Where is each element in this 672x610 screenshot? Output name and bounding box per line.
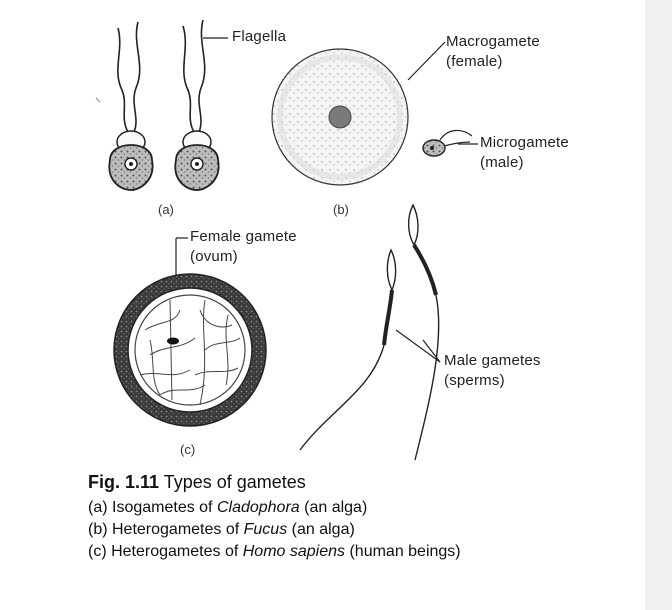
male-gametes-label: Male gametes xyxy=(444,352,541,369)
macrogamete-leader xyxy=(407,41,446,81)
macrogamete-label: Macrogamete xyxy=(446,33,540,50)
caption-title-row: Fig. 1.11 Types of gametes xyxy=(88,470,638,494)
caption-line-c: (c) Heterogametes of Homo sapiens (human… xyxy=(88,543,461,560)
figure-caption: Fig. 1.11 Types of gametes (a) Isogamete… xyxy=(88,470,638,563)
microgamete-cell xyxy=(422,129,473,157)
species-fucus: Fucus xyxy=(243,521,288,538)
macrogamete-cell xyxy=(271,48,409,186)
isogamete-left xyxy=(108,21,154,191)
sperm-right xyxy=(407,203,440,461)
isogamete-right xyxy=(174,19,220,191)
female-gamete-label: Female gamete xyxy=(190,228,297,245)
species-cladophora: Cladophora xyxy=(216,499,300,516)
panel-label-a: (a) xyxy=(158,202,174,217)
panel-label-b: (b) xyxy=(333,202,349,217)
figure-panel: Flagella Macrogamete (female) Microgamet… xyxy=(0,0,645,610)
gametes-illustration xyxy=(95,19,478,461)
microgamete-label: Microgamete xyxy=(480,134,569,151)
panel-label-c: (c) xyxy=(180,442,196,457)
macrogamete-sex-label: (female) xyxy=(446,53,503,70)
caption-title: Types of gametes xyxy=(163,472,306,492)
ovum-cell xyxy=(113,273,267,427)
microgamete-sex-label: (male) xyxy=(480,154,524,171)
sperms-label: (sperms) xyxy=(444,372,505,389)
caption-line-b: (b) Heterogametes of Fucus (an alga) xyxy=(88,521,355,538)
flagella-label: Flagella xyxy=(232,28,287,45)
figure-number: Fig. 1.11 xyxy=(88,472,160,492)
sperm-leader xyxy=(395,329,441,363)
caption-line-a: (a) Isogametes of Cladophora (an alga) xyxy=(88,499,368,516)
ovum-label: (ovum) xyxy=(190,248,238,265)
species-homo-sapiens: Homo sapiens xyxy=(242,543,346,560)
sperm-left xyxy=(299,248,397,451)
